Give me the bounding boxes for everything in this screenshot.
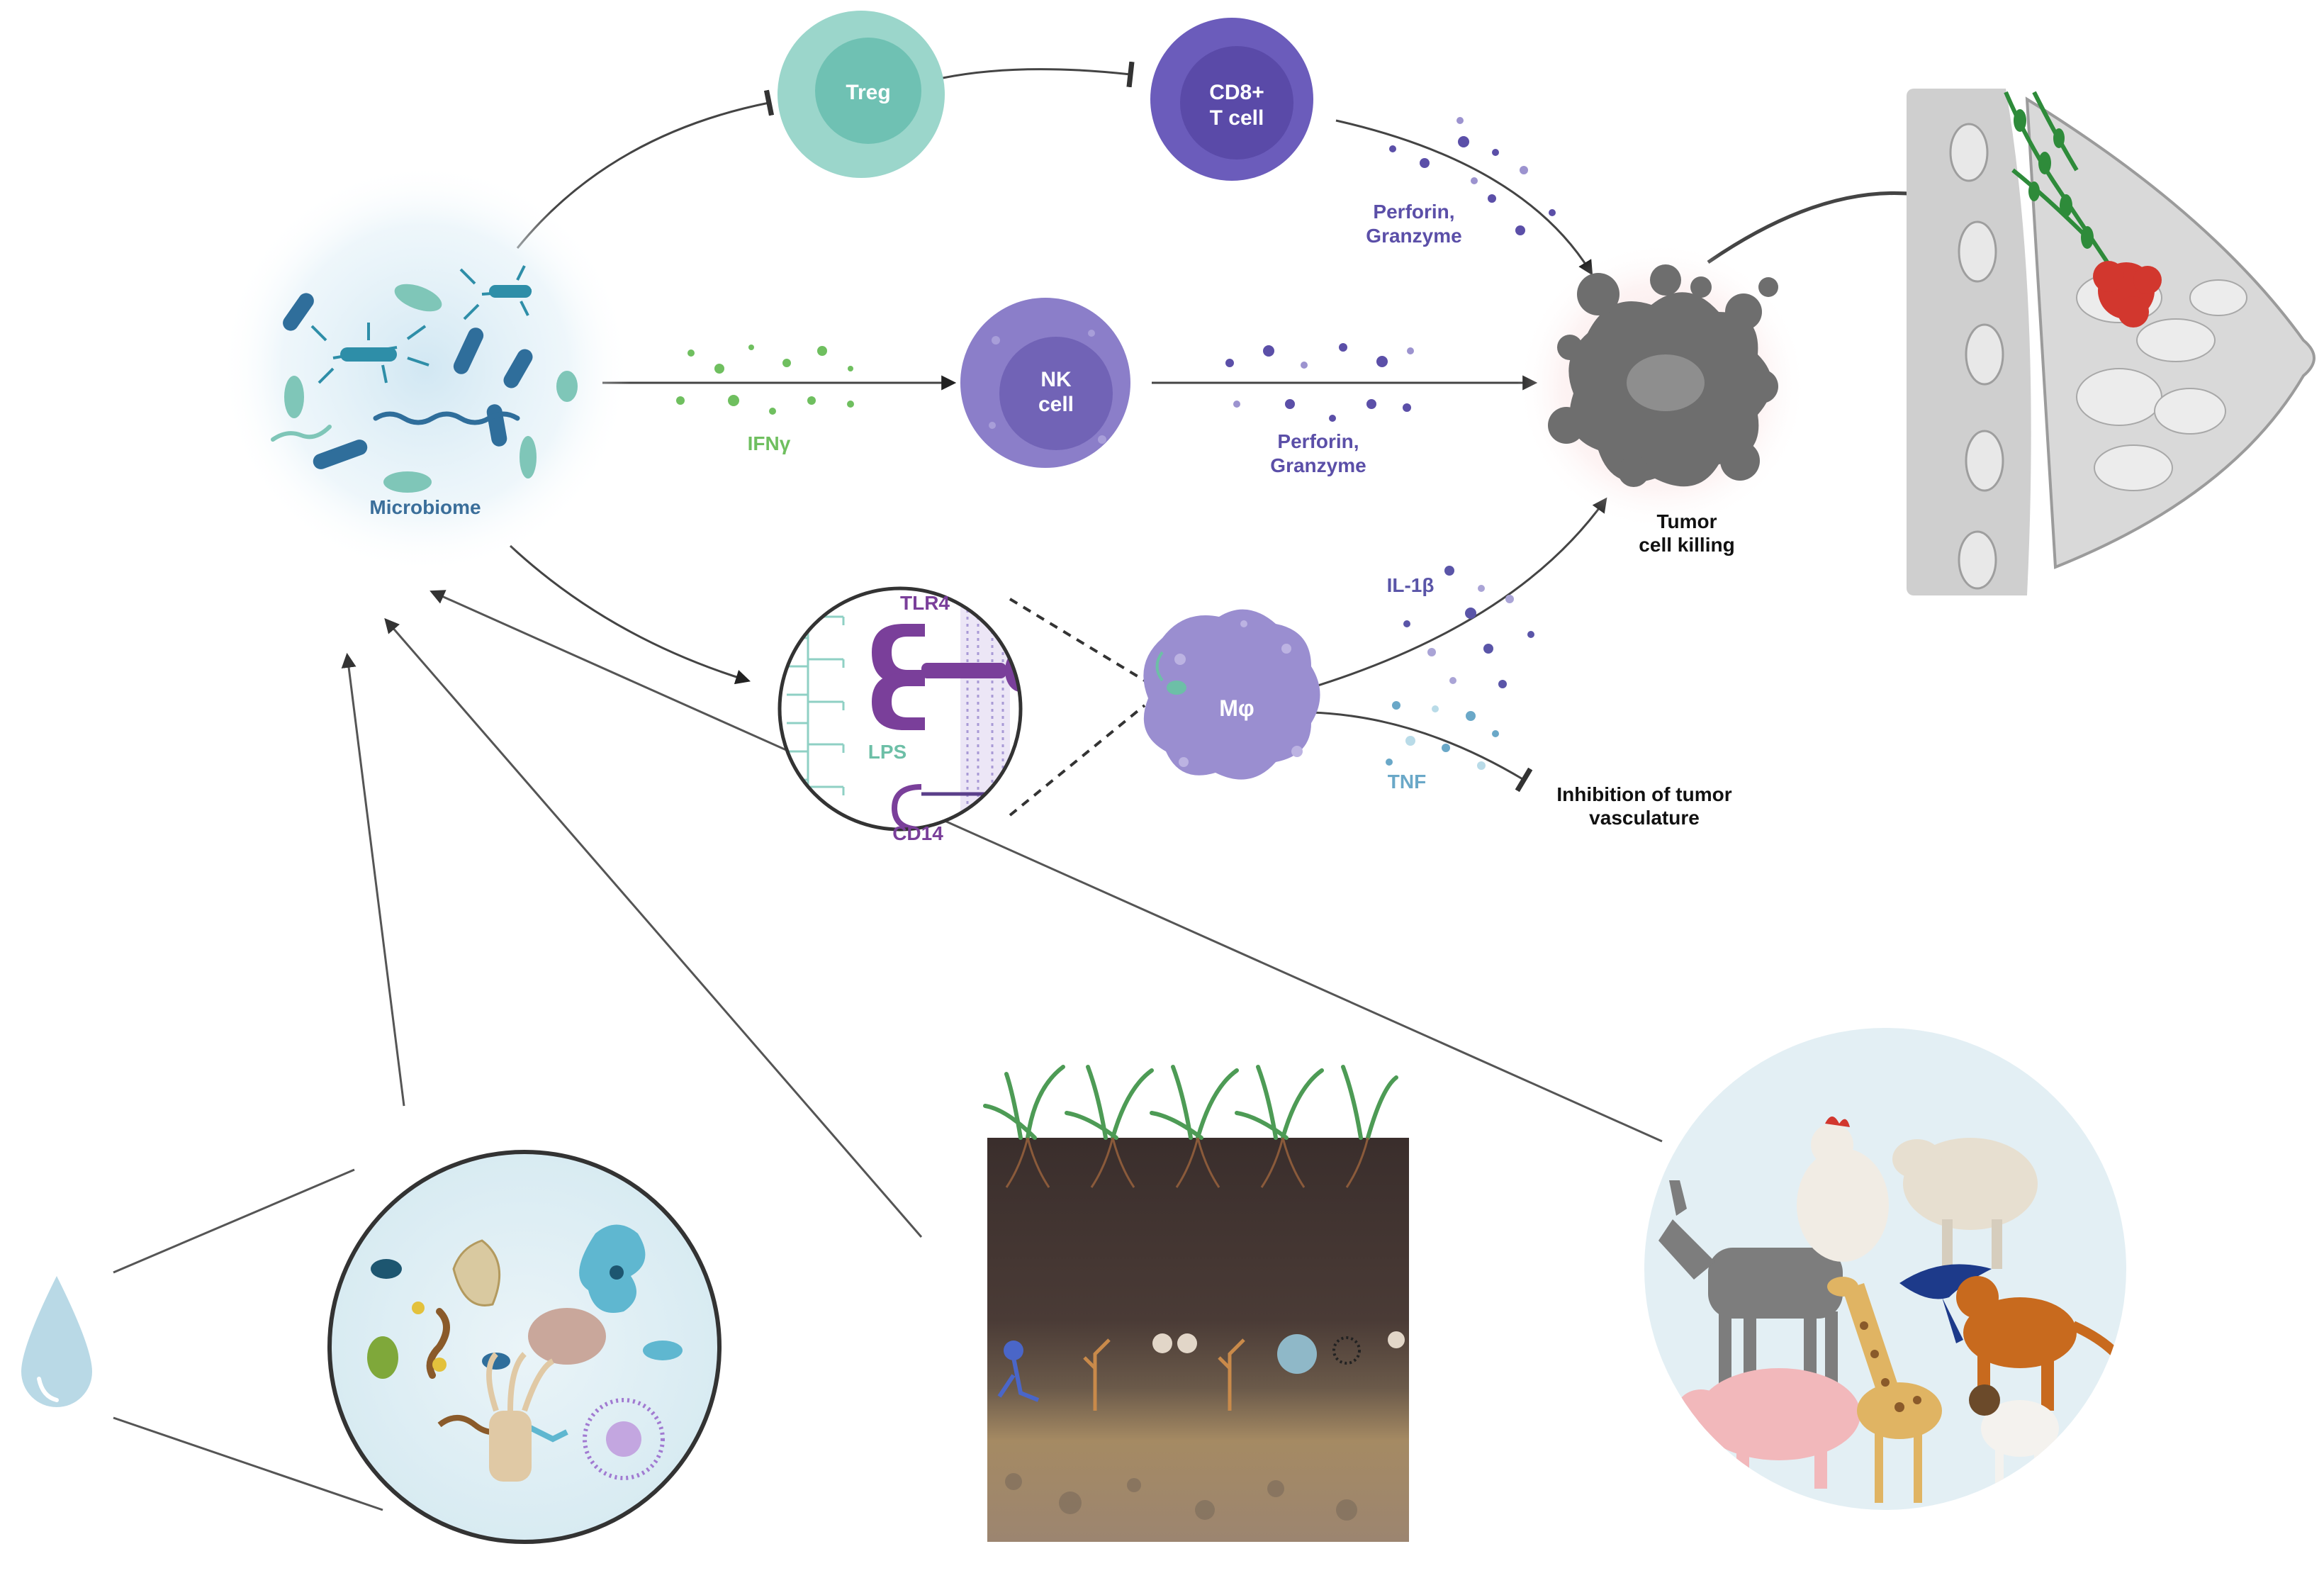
tumor-cell: Tumor cell killing bbox=[1517, 241, 1807, 556]
water-microorganisms-circle bbox=[327, 1150, 722, 1544]
treg-label: Treg bbox=[846, 81, 890, 104]
macrophage-to-inhibition bbox=[1310, 711, 1533, 793]
animals-icon bbox=[1644, 1028, 2126, 1510]
il1b-label: IL-1β bbox=[1387, 574, 1435, 596]
water-to-microbiome-arrow bbox=[341, 652, 405, 1107]
soil-icon bbox=[983, 1065, 1409, 1542]
zoom-dashed-lines bbox=[1009, 598, 1146, 817]
macrophage-to-tumor-arrow bbox=[1310, 497, 1607, 689]
macrophage-label: Mφ bbox=[1219, 695, 1254, 721]
tnf-particles bbox=[1386, 701, 1499, 770]
perforin-mid-line2: Granzyme bbox=[1270, 454, 1366, 476]
perforin-mid-line1: Perforin, bbox=[1277, 430, 1359, 452]
microbiome-to-tlr4-arrow bbox=[509, 544, 751, 685]
perforin-top-line1: Perforin, bbox=[1373, 201, 1454, 223]
tumor-label-line1: Tumor bbox=[1656, 510, 1717, 532]
breast-tumor bbox=[2093, 261, 2162, 328]
macrophage-cell: Mφ bbox=[1143, 609, 1320, 780]
tumor-label-line2: cell killing bbox=[1639, 534, 1734, 556]
nk-cell: NK cell bbox=[960, 298, 1130, 468]
tnf-label: TNF bbox=[1388, 771, 1426, 793]
il1b-particles bbox=[1403, 566, 1534, 688]
treg-cell: Treg bbox=[778, 11, 945, 178]
source-arrows bbox=[341, 590, 1663, 1238]
cd8-label-line2: T cell bbox=[1210, 106, 1264, 130]
ifng-particles bbox=[676, 345, 854, 415]
cd8-t-cell: CD8+ T cell bbox=[1150, 18, 1313, 181]
microbiome-cluster: Microbiome bbox=[220, 163, 631, 574]
soil-to-microbiome-arrow bbox=[384, 617, 923, 1238]
water-drop-icon bbox=[21, 1168, 383, 1511]
cd8-to-tumor-arrow bbox=[1335, 119, 1593, 276]
inhibition-label-line1: Inhibition of tumor bbox=[1556, 783, 1731, 805]
ifng-label: IFNγ bbox=[748, 432, 791, 454]
inhibition-label-line2: vasculature bbox=[1589, 807, 1700, 829]
lps-label: LPS bbox=[868, 741, 906, 763]
breast-illustration bbox=[1907, 89, 2318, 595]
cd8-label-line1: CD8+ bbox=[1209, 81, 1264, 104]
cd14-label: CD14 bbox=[892, 822, 943, 844]
animals-to-microbiome-arrow bbox=[430, 590, 1663, 1143]
perforin-particles-mid bbox=[1225, 343, 1414, 422]
microbiome-label: Microbiome bbox=[369, 496, 481, 518]
nk-label-line2: cell bbox=[1038, 393, 1074, 416]
nk-label-line1: NK bbox=[1040, 368, 1072, 391]
treg-to-cd8-inhibit bbox=[942, 61, 1135, 88]
tlr4-label: TLR4 bbox=[900, 592, 950, 614]
perforin-particles-top bbox=[1389, 117, 1556, 235]
perforin-top-line2: Granzyme bbox=[1366, 225, 1461, 247]
tlr4-zoom-circle: TLR4 LPS CD14 bbox=[778, 586, 1023, 844]
